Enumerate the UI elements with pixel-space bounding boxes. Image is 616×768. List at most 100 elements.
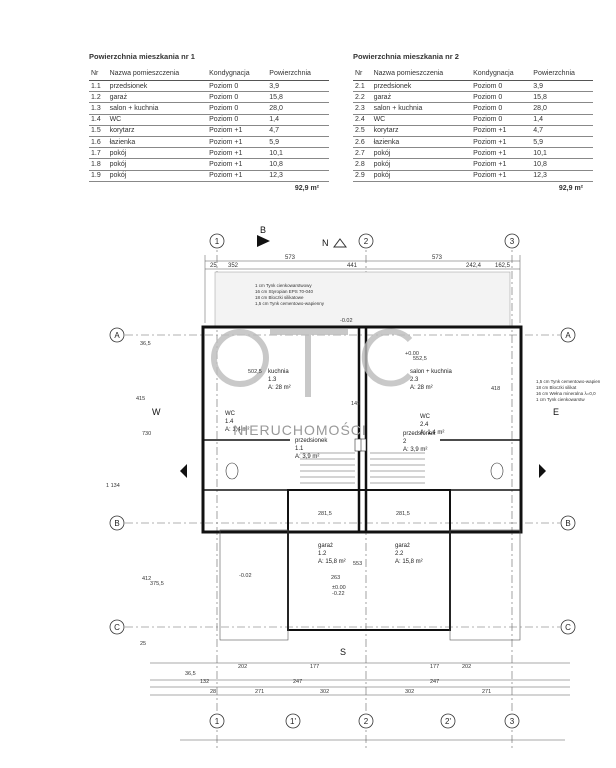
table-cell: łazienka [107, 136, 208, 149]
wall-layer-label: 18 cm Bloczki silikat [536, 385, 577, 390]
column-header: Kondygnacja [207, 67, 268, 81]
room-area: A: 15,8 m² [395, 559, 423, 565]
room-area: A: 3,9 m² [403, 447, 427, 453]
dimension-label: 162,5 [495, 263, 511, 269]
room-number: 2.3 [410, 377, 419, 383]
room-area: A: 28 m² [410, 385, 433, 391]
dimension-label: 1 134 [106, 483, 120, 489]
dimension-label: 302 [405, 689, 414, 695]
room-number: 2.2 [395, 551, 404, 557]
table-cell: Poziom +1 [471, 147, 532, 160]
dimension-label: 25 [140, 641, 146, 647]
dimension-label: 552,5 [413, 356, 427, 362]
room-number: 1.2 [318, 551, 327, 557]
dimension-label: 573 [285, 255, 296, 261]
dimension-label: 202 [238, 664, 247, 670]
grid-row-label: C [565, 623, 571, 632]
table-cell: 1.5 [89, 125, 108, 137]
room-number: 1.1 [295, 446, 304, 452]
dimension-label: 149 [351, 401, 360, 407]
table-cell: 2.1 [353, 80, 372, 93]
table-cell: 3,9 [267, 80, 329, 93]
table-cell: Poziom +1 [471, 125, 532, 137]
dimension-label: 573 [432, 255, 443, 261]
table-cell: 2.4 [353, 114, 372, 126]
dimension-label: 281,5 [396, 511, 410, 517]
table-cell: WC [107, 114, 208, 126]
table-cell: 2.7 [353, 147, 372, 160]
table-cell: 1.8 [89, 158, 108, 171]
table-cell: 1,4 [267, 114, 329, 126]
section-mark: W [152, 407, 161, 417]
table-cell: Poziom 0 [471, 91, 532, 104]
table-cell: 10,8 [267, 158, 329, 171]
column-header: Powierzchnia [531, 67, 593, 81]
table-cell: Poziom 0 [471, 102, 532, 115]
table-cell: 2.8 [353, 158, 372, 171]
column-header: Nazwa pomieszczenia [371, 67, 472, 81]
table-cell: Poziom 0 [207, 102, 268, 115]
dimension-label: 25 [210, 263, 217, 269]
dimension-label: 302 [320, 689, 329, 695]
wall-layer-label: 16 cm Styropian EPS 70-040 [255, 289, 314, 294]
table-cell: 12,3 [531, 170, 593, 182]
dimension-label: 177 [310, 664, 319, 670]
grid-col-label: 1 [215, 237, 220, 246]
room-name: WC [420, 414, 431, 420]
grid-row-label: B [114, 519, 119, 528]
room-number: 1.4 [225, 419, 234, 425]
table-cell: salon + kuchnia [107, 102, 208, 115]
dimension-label: 242,4 [466, 263, 482, 269]
table-cell: 4,7 [267, 125, 329, 137]
dimension-label: 418 [491, 386, 500, 392]
table-cell: 2.9 [353, 170, 372, 182]
table-cell: WC [371, 114, 472, 126]
table-cell: pokój [371, 147, 472, 160]
dimension-label: 415 [136, 396, 145, 402]
room-name: salon + kuchnia [410, 369, 453, 375]
level-label: -0.02 [340, 318, 353, 324]
section-mark: S [340, 647, 346, 657]
grid-row-label: A [114, 331, 120, 340]
table-cell: 3,9 [531, 80, 593, 93]
room-area: A: 15,8 m² [318, 559, 346, 565]
grid-col-label: 2 [364, 237, 369, 246]
table-cell: Poziom 0 [207, 80, 268, 93]
table-cell: przedsionek [371, 80, 472, 93]
room-area: A: 1,4 m² [225, 427, 249, 433]
total-area: 92,9 m² [294, 184, 319, 192]
table-title: Powierzchnia mieszkania nr 2 [353, 52, 459, 61]
table-cell: garaż [107, 91, 208, 104]
dimension-label: 202 [462, 664, 471, 670]
table-cell: salon + kuchnia [371, 102, 472, 115]
table-cell: 10,1 [267, 147, 329, 160]
dimension-label: 441 [347, 263, 358, 269]
room-area: A: 1,4 m² [420, 430, 444, 436]
table-cell: 2.2 [353, 91, 372, 104]
table-cell: 5,9 [531, 136, 593, 149]
room-number: 1.3 [268, 377, 277, 383]
grid-row-label: C [114, 623, 120, 632]
room-name: przedsionek [403, 431, 436, 437]
table-cell: 1.1 [89, 80, 108, 93]
wall-layer-label: 18 cm Bloczki silikatowe [255, 295, 304, 300]
section-mark: B [260, 225, 266, 235]
table-cell: pokój [107, 170, 208, 182]
table-title: Powierzchnia mieszkania nr 1 [89, 52, 195, 61]
room-name: garaż [318, 543, 333, 549]
dimension-label: 132 [200, 679, 209, 685]
table-cell: 28,0 [531, 102, 593, 115]
dimension-label: 352 [228, 263, 239, 269]
dimension-label: 281,5 [318, 511, 332, 517]
table-cell: Poziom +1 [471, 170, 532, 182]
grid-subcol-label: 1' [290, 717, 296, 726]
table-cell: Poziom 0 [471, 114, 532, 126]
grid-col-label: 1 [215, 717, 220, 726]
